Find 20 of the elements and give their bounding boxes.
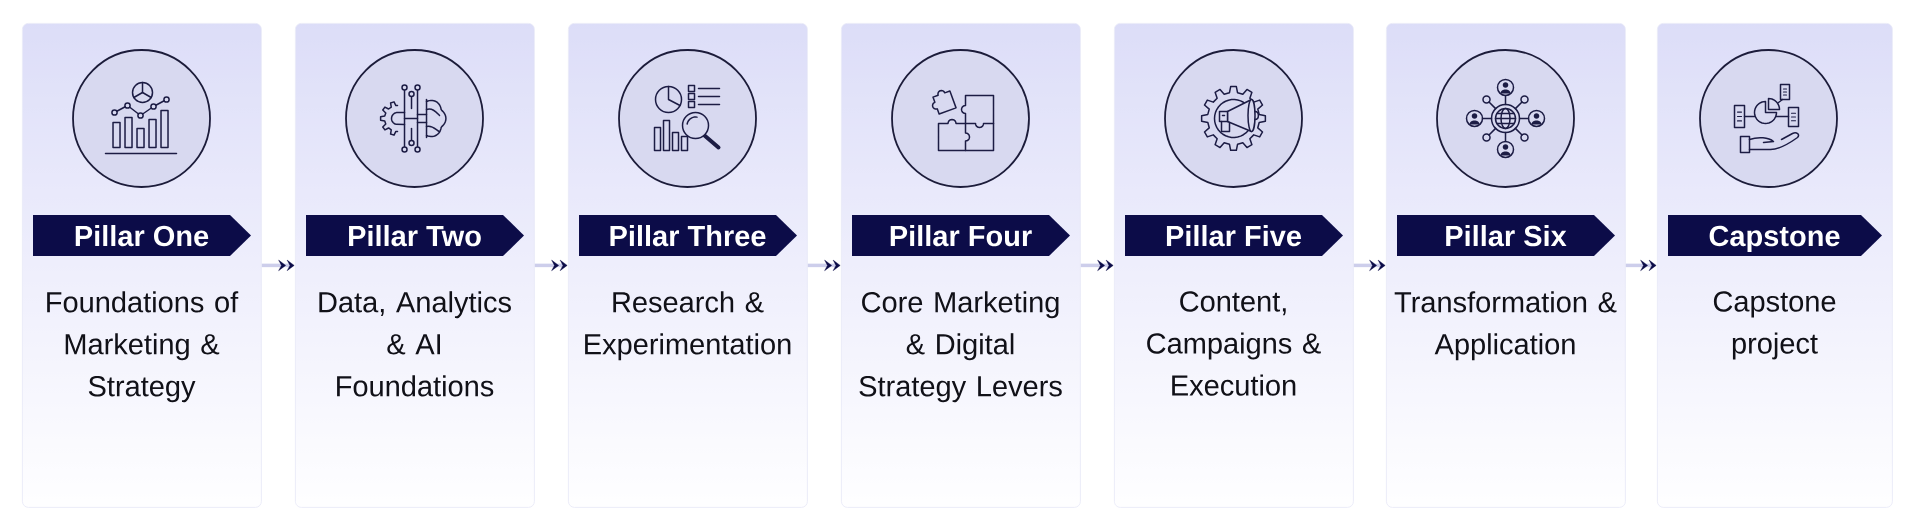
arrow-banner: Pillar Three xyxy=(579,215,797,256)
arrow xyxy=(1080,259,1114,271)
card-description: Data, Analytics & AI Foundations xyxy=(319,291,511,397)
arrow-banner: Pillar One xyxy=(33,215,251,256)
arrow xyxy=(1353,259,1386,271)
arrow-banner: Capstone xyxy=(1668,215,1882,256)
arrow-banner: Pillar Two xyxy=(306,215,524,256)
arrow-banner: Pillar Six xyxy=(1397,215,1615,256)
card-description: Capstone project xyxy=(1713,291,1836,360)
arrow-banner: Pillar Five xyxy=(1125,215,1343,256)
arrow-banner: Pillar Four xyxy=(852,215,1070,256)
card-description: Content, Campaigns & Execution xyxy=(1147,291,1321,396)
arrow xyxy=(807,259,841,271)
arrow xyxy=(1625,259,1657,271)
card-description: Research & Experimentation xyxy=(585,291,791,361)
arrow xyxy=(261,259,295,271)
arrow xyxy=(534,259,568,271)
card-description: Foundations of Marketing & Strategy xyxy=(47,291,239,403)
card-description: Transformation & Application xyxy=(1394,291,1617,361)
card-description: Core Marketing & Digital Strategy Levers xyxy=(859,291,1062,403)
